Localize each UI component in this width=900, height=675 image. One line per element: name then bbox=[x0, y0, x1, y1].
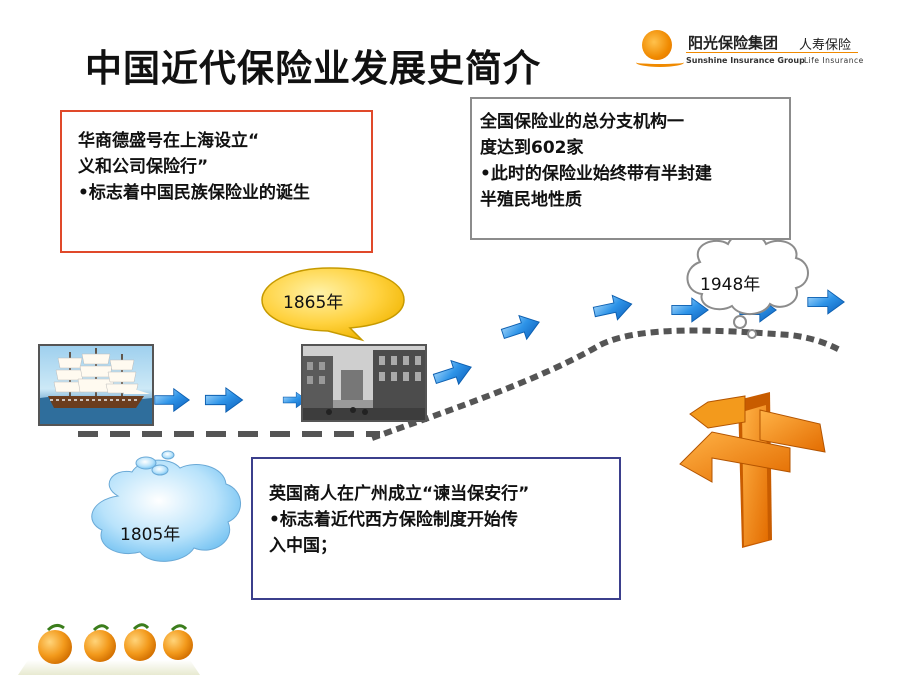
event-1865-line-2: 义和公司保险行” bbox=[78, 157, 209, 177]
swoosh-icon bbox=[636, 58, 684, 67]
event-1948-line-4: 半殖民地性质 bbox=[480, 190, 582, 210]
event-1805-line-3: 入中国； bbox=[269, 536, 337, 556]
logo-divider bbox=[686, 52, 858, 53]
arrow-2-icon bbox=[204, 387, 244, 413]
sun-icon bbox=[642, 30, 672, 60]
sailing-ship-image bbox=[38, 344, 154, 426]
event-1805-line-1: 英国商人在广州成立“谏当保安行” bbox=[269, 484, 530, 504]
old-street-image bbox=[301, 344, 427, 422]
rising-dotted-line bbox=[370, 327, 842, 441]
year-label-1865: 1865年 bbox=[283, 293, 344, 313]
sunshine-logo: 阳光保险集团 人寿保险 Sunshine Insurance Group Lif… bbox=[636, 28, 866, 74]
year-label-1948: 1948年 bbox=[700, 275, 761, 295]
arrow-4-icon bbox=[430, 354, 476, 392]
arrow-1-icon bbox=[154, 388, 190, 412]
event-box-1948: 全国保险业的总分支机构一 度达到602家 •此时的保险业始终带有半封建 半殖民地… bbox=[470, 97, 791, 240]
bubble-1865 bbox=[261, 267, 405, 342]
arrow-9-icon bbox=[807, 289, 845, 315]
logo-group-en: Sunshine Insurance Group bbox=[686, 56, 805, 65]
event-1865-line-3: •标志着中国民族保险业的诞生 bbox=[78, 183, 310, 203]
signpost-icon bbox=[679, 392, 826, 548]
event-1865-line-1: 华商德盛号在上海设立“ bbox=[78, 131, 260, 151]
oranges-decoration bbox=[18, 623, 200, 675]
event-box-1865: 华商德盛号在上海设立“ 义和公司保险行” •标志着中国民族保险业的诞生 bbox=[60, 110, 373, 253]
cloud-1805 bbox=[91, 450, 241, 562]
logo-life-name: 人寿保险 bbox=[799, 38, 852, 53]
event-1805-line-2: •标志着近代西方保险制度开始传 bbox=[269, 510, 518, 530]
event-1948-line-1: 全国保险业的总分支机构一 bbox=[480, 112, 684, 132]
cloud-1948 bbox=[686, 232, 809, 339]
event-1948-line-2: 度达到602家 bbox=[480, 138, 584, 158]
logo-group-name: 阳光保险集团 bbox=[688, 34, 779, 52]
page-title: 中国近代保险业发展史简介 bbox=[85, 47, 541, 90]
arrow-6-icon bbox=[591, 291, 635, 325]
year-label-1805: 1805年 bbox=[120, 525, 181, 545]
logo-life-en: Life Insurance bbox=[804, 56, 864, 65]
event-1948-line-3: •此时的保险业始终带有半封建 bbox=[480, 164, 712, 184]
event-box-1805: 英国商人在广州成立“谏当保安行” •标志着近代西方保险制度开始传 入中国； bbox=[251, 457, 621, 600]
arrow-5-icon bbox=[498, 309, 544, 347]
